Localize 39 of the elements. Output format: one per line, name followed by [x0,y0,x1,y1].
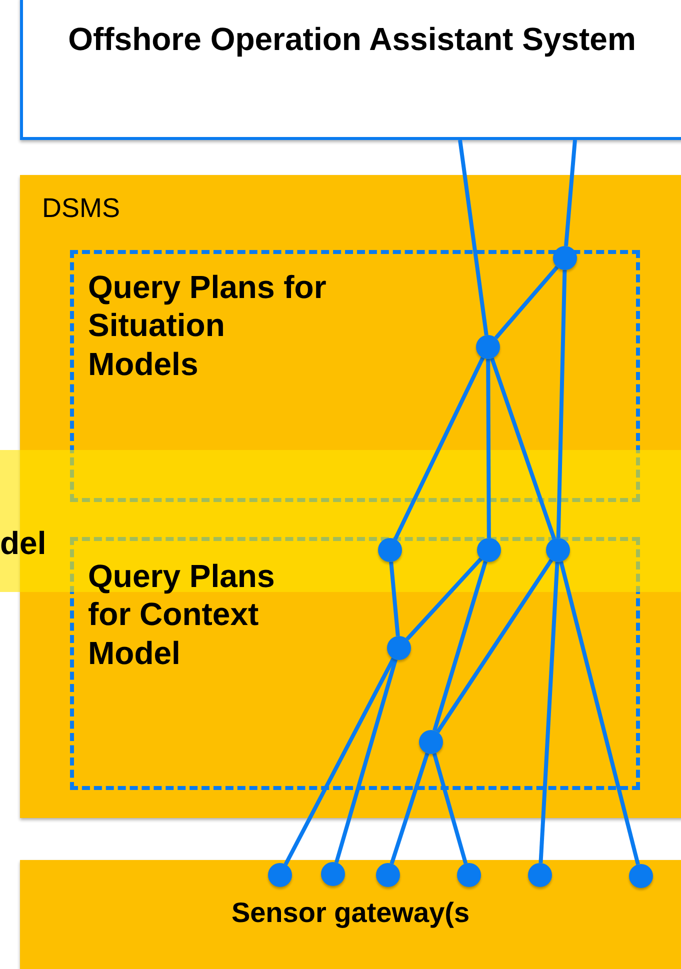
panel [20,860,681,969]
connector-line [390,752,430,864]
connector-line [393,356,485,540]
connector-line [284,658,396,866]
connector-line [436,558,554,734]
junction-dot [477,538,501,562]
panel-title: Sensor gateway(s [230,896,471,930]
connector-line [432,560,488,732]
connector-line [432,752,468,864]
panel-title: DSMS [42,192,122,224]
box-title: Offshore Operation Assistant System [67,20,637,58]
junction-dot [378,538,402,562]
system-box [20,0,681,140]
group-title: Query Plans for Context Model [88,557,276,672]
connector-line [334,658,398,864]
connector-line [559,561,640,865]
junction-dot [476,335,500,359]
connector-line [538,562,560,864]
connector-line [458,140,488,336]
junction-dot [546,538,570,562]
connector-line [556,270,567,538]
dashed-group-box [70,537,640,790]
connector-line [406,557,482,641]
connector-line [494,266,559,340]
connector-line [564,140,577,246]
junction-dot [457,863,481,887]
junction-dot [321,862,345,886]
junction-dot [387,636,411,660]
junction-dot [528,863,552,887]
junction-dot [268,863,292,887]
junction-dot [376,863,400,887]
connector-line [389,562,400,636]
junction-dot [553,246,577,270]
junction-dot [629,864,653,888]
group-title: Query Plans for Situation Models [88,268,328,384]
cropped-text: del [0,524,46,562]
connector-line [490,358,556,540]
connector-line [486,358,491,538]
junction-dot [419,730,443,754]
